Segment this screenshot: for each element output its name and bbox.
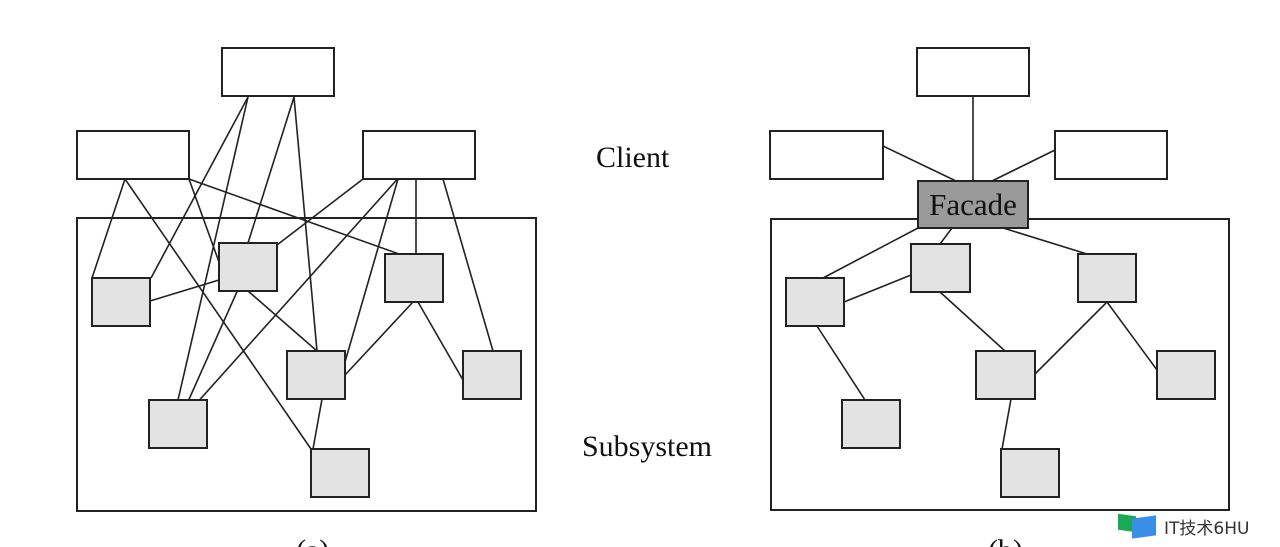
connector-client-right-to-sub-2 (276, 178, 364, 246)
diagram-b: Facade (769, 47, 1230, 511)
connector-client-right-to-facade (991, 149, 1056, 182)
connector-facade-to-sub-6 (1002, 227, 1088, 255)
client-box-top (916, 47, 1030, 97)
logo-icon (1118, 513, 1158, 539)
subsystem-class-1 (785, 277, 845, 327)
connector-sub-1-to-sub-4 (177, 266, 249, 425)
connector-client-right-to-sub-7 (442, 178, 494, 352)
subsystem-class-5 (310, 448, 370, 498)
facade-label: Facade (929, 187, 1017, 222)
connector-client-right-to-sub-4 (177, 154, 420, 425)
client-label: Client (596, 141, 670, 174)
connector-sub-2-to-sub-3 (939, 291, 1006, 352)
subsystem-class-6 (384, 253, 444, 303)
connector-facade-to-sub-2 (939, 227, 953, 245)
subsystem-class-4 (148, 399, 208, 449)
caption-b: (b) (988, 534, 1023, 547)
subsystem-class-7 (1156, 350, 1216, 400)
watermark: IT技术6HU (1118, 513, 1249, 539)
caption-a: (a) (296, 534, 329, 547)
connector-sub-3-to-sub-5 (1001, 398, 1012, 450)
connector-sub-2-to-sub-3 (247, 290, 318, 352)
connector-client-left-to-sub-1 (188, 178, 220, 263)
subsystem-class-7 (462, 350, 522, 400)
subsystem-class-3 (975, 350, 1036, 400)
connector-sub-6-to-sub-7 (1106, 301, 1158, 371)
connector-client-left-to-facade (882, 145, 957, 182)
subsystem-label: Subsystem (582, 430, 712, 463)
connector-sub-6-to-sub-3 (344, 301, 414, 376)
connector-sub-1-to-sub-2 (843, 274, 912, 303)
subsystem-class-1 (218, 242, 278, 292)
subsystem-boundary (76, 217, 537, 512)
connector-client-left-to-sub-5 (124, 178, 312, 450)
facade-box (917, 180, 1029, 229)
client-box-left (76, 130, 190, 180)
client-box-top (221, 47, 335, 97)
subsystem-class-5 (1000, 448, 1060, 498)
client-box-left (769, 130, 884, 180)
connector-sub-3-to-sub-5 (312, 398, 323, 450)
connector-sub-1-to-sub-2 (149, 279, 220, 302)
client-box-right (1054, 130, 1168, 180)
subsystem-class-4 (841, 399, 901, 449)
connector-client-top-to-sub-2 (150, 96, 249, 279)
connections (91, 96, 494, 450)
client-box-right (362, 130, 476, 180)
subsystem-class-3 (286, 350, 346, 400)
subsystem-class-2 (910, 243, 971, 293)
connector-client-top-to-sub-1 (247, 96, 295, 244)
subsystem-class-6 (1077, 253, 1137, 303)
connections (816, 96, 1158, 450)
connector-client-left-to-sub-2 (91, 178, 126, 279)
connector-client-top-to-sub-4 (177, 96, 249, 401)
connector-sub-1-to-sub-4 (816, 325, 866, 401)
diagram-a (76, 47, 537, 512)
connector-sub-6-to-sub-7 (417, 301, 464, 381)
connector-facade-to-sub-1 (822, 227, 919, 279)
watermark-text: IT技术6HU (1164, 518, 1250, 539)
subsystem-class-2 (91, 277, 151, 327)
connector-client-right-to-sub-3 (344, 178, 399, 363)
connector-client-left-to-sub-6 (188, 178, 400, 255)
connector-sub-6-to-sub-3 (1034, 301, 1108, 375)
